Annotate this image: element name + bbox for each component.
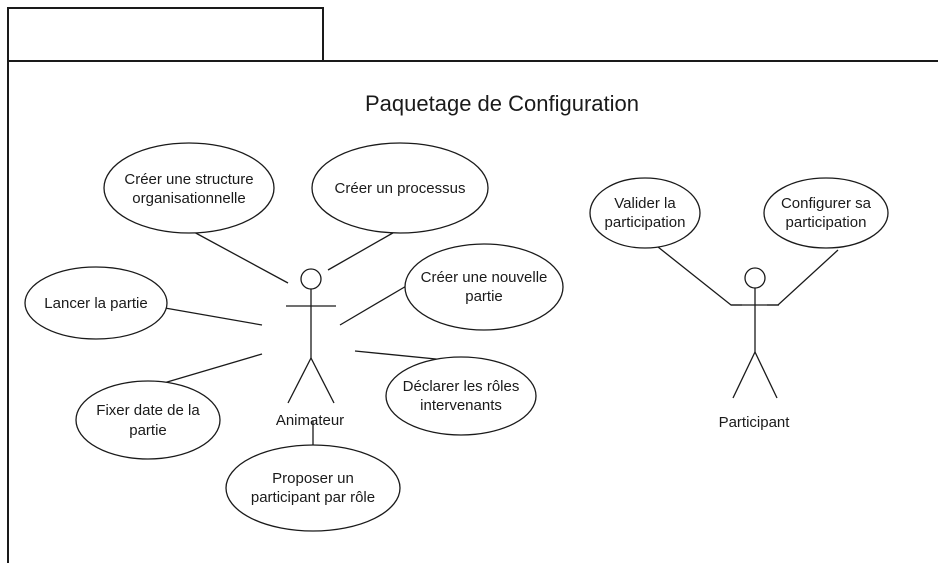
assoc-creer-processus xyxy=(327,229,399,271)
usecase-configurer-participation-shape xyxy=(763,177,889,249)
usecase-valider-participation-shape xyxy=(589,177,701,249)
participant-actor xyxy=(731,267,779,399)
participant-left-leg xyxy=(732,351,756,399)
participant-label: Participant xyxy=(719,414,791,431)
usecase-valider-participation: Valider la participation xyxy=(589,177,701,249)
usecase-lancer-partie-line1: Lancer la partie xyxy=(44,295,147,312)
usecase-proposer-participant-line2: participant par rôle xyxy=(251,489,375,506)
usecase-creer-partie: Créer une nouvelle partie xyxy=(404,243,564,331)
animateur-actor xyxy=(286,268,336,404)
animateur-left-leg xyxy=(287,357,312,404)
animateur-head xyxy=(300,268,322,290)
package-tab xyxy=(7,7,324,62)
usecase-declarer-roles: Déclarer les rôles intervenants xyxy=(385,356,537,436)
usecase-creer-partie-line2: partie xyxy=(465,288,503,305)
usecase-valider-participation-line2: participation xyxy=(605,214,686,231)
usecase-fixer-date-shape xyxy=(75,380,221,460)
animateur-right-leg xyxy=(310,357,335,404)
usecase-proposer-participant: Proposer un participant par rôle xyxy=(225,444,401,532)
usecase-creer-structure: Créer une structure organisationnelle xyxy=(103,142,275,234)
usecase-proposer-participant-shape xyxy=(225,444,401,532)
assoc-creer-structure xyxy=(191,230,289,284)
usecase-fixer-date: Fixer date de la partie xyxy=(75,380,221,460)
participant-right-leg xyxy=(754,351,778,399)
participant-head xyxy=(744,267,766,289)
usecase-valider-participation-line1: Valider la xyxy=(614,195,676,212)
assoc-creer-partie xyxy=(339,284,409,326)
usecase-configurer-participation-line2: participation xyxy=(786,214,867,231)
usecase-configurer-participation-line1: Configurer sa xyxy=(781,195,872,212)
usecase-creer-processus-line1: Créer un processus xyxy=(335,180,466,197)
usecase-creer-structure-line2: organisationnelle xyxy=(132,190,245,207)
usecase-creer-processus-shape xyxy=(311,142,489,234)
usecase-configurer-participation: Configurer sa participation xyxy=(763,177,889,249)
usecase-lancer-partie-shape xyxy=(24,266,168,340)
usecase-fixer-date-line2: partie xyxy=(129,422,167,439)
usecase-proposer-participant-line1: Proposer un xyxy=(272,470,354,487)
usecase-declarer-roles-line2: intervenants xyxy=(420,397,502,414)
usecase-lancer-partie: Lancer la partie xyxy=(24,266,168,340)
usecase-declarer-roles-line1: Déclarer les rôles xyxy=(403,378,520,395)
animateur-label: Animateur xyxy=(276,412,344,429)
assoc-configurer-participation xyxy=(767,249,839,306)
package-frame xyxy=(7,7,938,563)
assoc-fixer-date xyxy=(156,353,263,386)
usecase-creer-structure-line1: Créer une structure xyxy=(124,171,253,188)
usecase-creer-processus: Créer un processus xyxy=(311,142,489,234)
package-title: Paquetage de Configuration xyxy=(365,91,639,116)
usecase-fixer-date-line1: Fixer date de la xyxy=(96,402,200,419)
usecase-creer-structure-shape xyxy=(103,142,275,234)
assoc-lancer-partie xyxy=(164,307,263,326)
usecase-creer-partie-line1: Créer une nouvelle xyxy=(421,269,548,286)
assoc-valider-participation xyxy=(652,242,742,306)
animateur-associations xyxy=(156,229,467,449)
usecase-declarer-roles-shape xyxy=(385,356,537,436)
usecase-creer-partie-shape xyxy=(404,243,564,331)
